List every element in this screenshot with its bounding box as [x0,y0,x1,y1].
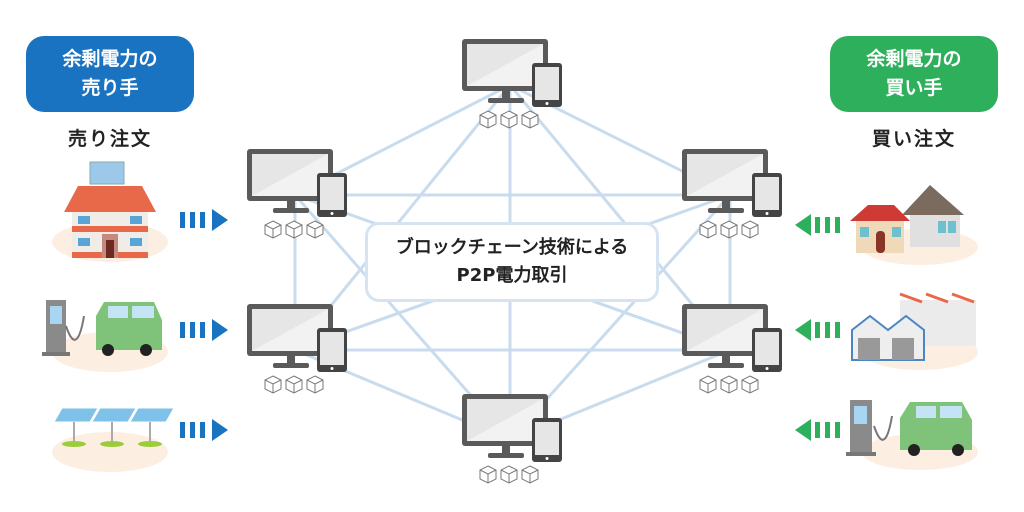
cube-block-icon [285,220,303,239]
cube-block-icon [479,110,497,129]
cube-block-icon [720,375,738,394]
computer-and-tablet-icon [247,304,347,372]
network-nodes [247,39,782,484]
buyer-flow-arrow-icon [795,419,840,441]
solar-panel-array-icon [52,407,175,472]
factory-icon [851,292,978,370]
computer-and-tablet-icon [682,304,782,372]
buyer-consumers [846,185,978,470]
cube-block-icon [720,220,738,239]
computer-and-tablet-icon [682,149,782,217]
cube-block-icon [521,110,539,129]
block-group [699,220,759,239]
seller-flow-arrow-icon [180,419,228,441]
house-with-solar-panel-icon [52,161,168,262]
buy-order-label: 買い注文 [871,128,956,150]
buyer-role-line2: 買い手 [885,77,943,99]
cube-block-icon [699,375,717,394]
cube-block-icon [479,465,497,484]
houses-icon [850,185,978,265]
center-title-box: ブロックチェーン技術による P2P電力取引 [365,222,659,302]
block-group [479,465,539,484]
cube-block-icon [264,220,282,239]
computer-and-tablet-icon [462,394,562,462]
cube-block-icon [264,375,282,394]
buyer-flow-arrow-icon [795,214,840,236]
cube-block-icon [741,220,759,239]
computer-and-tablet-icon [462,39,562,107]
computer-and-tablet-icon [247,149,347,217]
block-group [264,375,324,394]
center-title-line2: P2P電力取引 [456,265,568,286]
cube-block-icon [500,465,518,484]
seller-sources [42,161,175,472]
cube-block-icon [521,465,539,484]
center-title-line1: ブロックチェーン技術による [395,237,629,258]
cube-block-icon [306,375,324,394]
sell-order-label: 売り注文 [67,128,152,150]
buyer-flow-arrow-icon [795,319,840,341]
ev-charging-car-icon [42,300,168,372]
seller-role-badge: 余剰電力の 売り手 [26,36,194,112]
network-node [247,149,347,239]
network-node [682,149,782,239]
cube-block-icon [500,110,518,129]
network-node [462,39,562,129]
seller-flow-arrow-icon [180,209,228,231]
seller-role-line2: 売り手 [81,77,139,99]
seller-role-line1: 余剰電力の [62,48,158,70]
flow-arrows [180,209,840,441]
cube-block-icon [285,375,303,394]
network-node [682,304,782,394]
network-node [462,394,562,484]
block-group [264,220,324,239]
seller-flow-arrow-icon [180,319,228,341]
ev-charging-car-icon [846,400,978,470]
block-group [699,375,759,394]
network-node [247,304,347,394]
buyer-role-line1: 余剰電力の [866,48,962,70]
buyer-role-badge: 余剰電力の 買い手 [830,36,998,112]
cube-block-icon [306,220,324,239]
cube-block-icon [741,375,759,394]
block-group [479,110,539,129]
cube-block-icon [699,220,717,239]
